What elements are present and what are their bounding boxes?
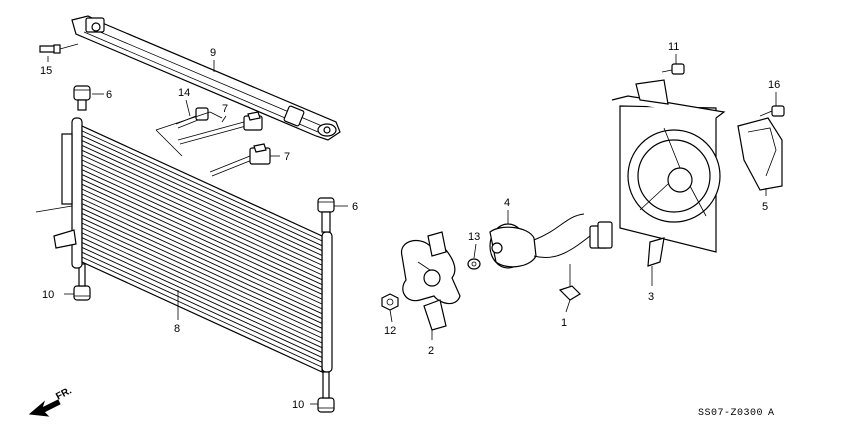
- fan-motor-part: [489, 213, 613, 269]
- callout-12: 12: [384, 325, 396, 337]
- condenser-fin-line: [81, 174, 323, 285]
- fan-blade-part: [401, 231, 461, 331]
- condenser-fin-line: [81, 208, 323, 319]
- callout-7-lower: 7: [284, 151, 290, 163]
- callout-11: 11: [668, 41, 679, 53]
- screw-7-lower-part: [209, 143, 271, 177]
- condenser-fin-line: [81, 164, 323, 276]
- condenser-fin-line: [81, 145, 323, 256]
- condenser-fin-line: [81, 232, 323, 344]
- direction-label: FR.: [54, 385, 74, 402]
- condenser-fin-line: [81, 193, 323, 305]
- callout-labels: 1 2 3 4 5 6 6 7 7 8 9 10 10 11 12 13 14 …: [40, 41, 780, 411]
- condenser-fin-line: [81, 154, 323, 266]
- condenser-part: [35, 117, 333, 373]
- condenser-fins: [81, 130, 323, 368]
- callout-4: 4: [504, 197, 510, 209]
- condenser-fin-line: [81, 203, 323, 315]
- grommet-lower-left-part: [73, 263, 91, 301]
- condenser-fin-line: [81, 217, 323, 329]
- condenser-fin-line: [81, 251, 323, 363]
- callout-5: 5: [762, 201, 768, 213]
- bolt-15-part: [39, 43, 79, 54]
- callout-15: 15: [40, 65, 52, 77]
- grommet-lower-right-part: [317, 371, 335, 413]
- condenser-fin-line: [81, 149, 323, 261]
- condenser-fin-line: [81, 159, 323, 271]
- washer-13-part: [467, 258, 481, 270]
- nut-12-part: [381, 293, 399, 311]
- condenser-fin-line: [81, 222, 323, 334]
- callout-3: 3: [648, 291, 654, 303]
- condenser-fin-line: [81, 242, 323, 353]
- bolt-16-part: [759, 105, 785, 117]
- callout-8: 8: [174, 323, 180, 335]
- callout-7-upper: 7: [222, 103, 228, 115]
- callout-16: 16: [768, 79, 780, 91]
- callout-2: 2: [428, 345, 434, 357]
- condenser-fin-line: [81, 247, 323, 358]
- callout-10-right: 10: [292, 399, 304, 411]
- bracket-bar-part: [71, 15, 341, 141]
- condenser-fin-line: [81, 130, 323, 242]
- callout-14: 14: [178, 87, 190, 99]
- fan-shroud-part: [611, 79, 726, 267]
- callout-6-upper-right: 6: [352, 201, 358, 213]
- bolt-11-part: [661, 63, 685, 75]
- callout-9: 9: [210, 47, 216, 59]
- condenser-fin-line: [81, 169, 323, 281]
- condenser-fin-line: [81, 140, 323, 251]
- diagram-code-suffix: A: [768, 408, 775, 419]
- grommet-upper-left-part: [73, 85, 91, 111]
- condenser-fin-line: [81, 256, 323, 368]
- leader-lines: [47, 54, 777, 405]
- condenser-fin-line: [81, 213, 323, 324]
- callout-1: 1: [561, 317, 567, 329]
- screw-bracket-leader: [155, 111, 223, 157]
- condenser-fin-line: [81, 183, 323, 295]
- clip-1-part: [558, 264, 581, 301]
- condenser-fin-line: [81, 135, 323, 247]
- condenser-fin-line: [81, 179, 323, 290]
- condenser-fin-line: [81, 237, 323, 349]
- diagram-code-text: SS07-Z0300: [698, 408, 763, 419]
- callout-13: 13: [468, 231, 480, 243]
- screw-7-upper-part: [177, 111, 263, 145]
- diagram-code: SS07-Z0300 A: [698, 408, 775, 419]
- condenser-fin-line: [81, 198, 323, 310]
- condenser-fin-line: [81, 227, 323, 339]
- condenser-fin-line: [81, 188, 323, 300]
- bracket-5-part: [737, 117, 783, 191]
- bolt-14-part: [175, 107, 209, 129]
- callout-6-upper-left: 6: [106, 89, 112, 101]
- grommet-upper-right-part: [317, 197, 335, 233]
- front-direction-arrow: FR.: [28, 385, 74, 417]
- callout-10-left: 10: [42, 289, 54, 301]
